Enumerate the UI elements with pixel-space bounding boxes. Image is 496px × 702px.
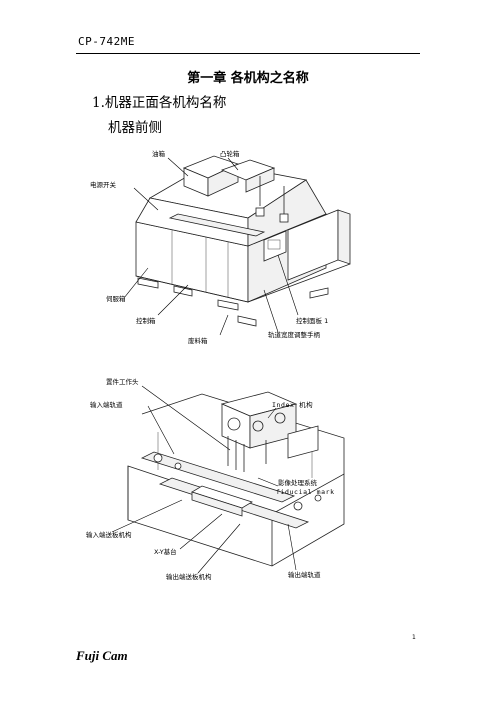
label-servo-box: 伺服箱 — [106, 294, 126, 303]
machine-body-illustration — [135, 155, 351, 327]
machine-internal-figure: 置件工作头 输入端轨道 Index 机构 影像处理系统 fiducial mar… — [82, 374, 372, 589]
document-header-model: CP-742ME — [78, 35, 135, 48]
chapter-title: 第一章 各机构之名称 — [187, 71, 309, 86]
machine-front-figure: 油箱 凸轮箱 电源开关 伺服箱 控制箱 控制面板 1 废料箱 轨道宽度调整手柄 — [88, 140, 378, 355]
label-vision: 影像处理系统 — [278, 478, 318, 487]
label-control-box: 控制箱 — [136, 316, 156, 325]
label-out-rail: 输出端轨道 — [288, 570, 321, 579]
subsection-title: 机器前侧 — [108, 120, 162, 136]
label-control-panel: 控制面板 1 — [296, 316, 328, 325]
header-rule — [76, 53, 420, 54]
label-handwheel: 轨道宽度调整手柄 — [268, 330, 321, 339]
label-out-feed: 输出端送板机构 — [166, 572, 212, 581]
label-power-switch: 电源开关 — [90, 180, 117, 189]
label-index: Index 机构 — [272, 400, 313, 409]
label-in-feed: 输入端送板机构 — [86, 530, 132, 539]
label-in-rail: 输入端轨道 — [90, 400, 123, 409]
label-cam-box: 凸轮箱 — [220, 149, 240, 158]
figure1-leader-lines — [123, 157, 299, 336]
page-number: 1 — [412, 634, 416, 641]
label-oil-tank: 油箱 — [152, 149, 166, 158]
label-parts-head: 置件工作头 — [106, 377, 139, 386]
label-fiducial: fiducial mark — [276, 488, 335, 496]
machine-internal-illustration — [127, 391, 345, 567]
footer-brand: Fuji Cam — [76, 648, 128, 663]
parts-head-assembly — [220, 391, 319, 472]
label-xy-table: X-Y基台 — [154, 547, 177, 556]
machine-internal-drawing: 置件工作头 输入端轨道 Index 机构 影像处理系统 fiducial mar… — [86, 377, 345, 581]
figure2-leader-lines — [111, 385, 297, 574]
section-title: 1.机器正面各机构名称 — [92, 95, 227, 111]
machine-front-drawing: 油箱 凸轮箱 电源开关 伺服箱 控制箱 控制面板 1 废料箱 轨道宽度调整手柄 — [90, 149, 351, 345]
label-waste-box: 废料箱 — [188, 336, 208, 345]
